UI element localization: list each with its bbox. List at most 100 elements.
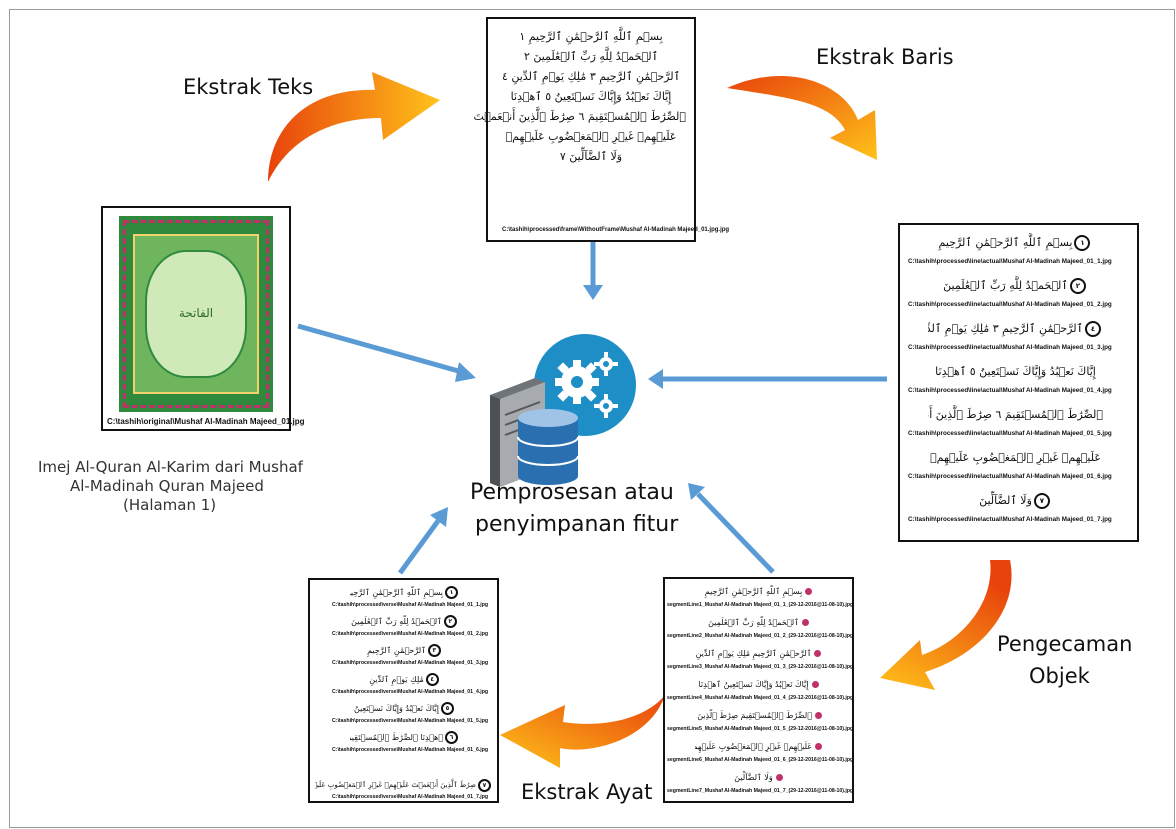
- original-page-panel: الفاتحة C:\tashih\original\Mushaf Al-Mad…: [101, 206, 305, 431]
- object-marker-icon: [815, 743, 822, 750]
- arrowhead-verses-to-center: [430, 507, 448, 527]
- curve-arrow-extract-text: [268, 72, 440, 182]
- line-text: وَلَا ٱلضَّآلِّينَ: [979, 494, 1032, 507]
- segment-image: إِيَّاكَ نَعۡبُدُ وَإِيَّاكَ نَسۡتَعِينُ…: [695, 678, 825, 692]
- verse-image: ٥إِيَّاكَ نَعۡبُدُ وَإِيَّاكَ نَسۡتَعِين…: [350, 702, 460, 716]
- arrowhead-lines-to-center: [648, 369, 663, 389]
- line-panel: ١بِسۡمِ ٱللَّهِ ٱلرَّحۡمَٰنِ ٱلرَّحِيمِ C…: [898, 223, 1139, 542]
- label-source-1: Imej Al-Quran Al-Karim dari Mushaf: [38, 458, 303, 476]
- arrow-segments-to-center: [696, 492, 775, 574]
- label-center-1: Pemprosesan atau: [470, 480, 674, 505]
- label-extract-lines: Ekstrak Baris: [816, 45, 954, 69]
- verse-image: ٤مَٰلِكِ يَوۡمِ ٱلدِّينِ: [350, 673, 460, 687]
- line-path: C:\tashih\processed\line\actual\Mushaf A…: [908, 387, 1112, 394]
- original-page-caption: C:\tashih\original\Mushaf Al-Madinah Maj…: [107, 417, 305, 426]
- segment-image: ٱلرَّحۡمَٰنِ ٱلرَّحِيمِ مَٰلِكِ يَوۡمِ ٱ…: [695, 647, 825, 661]
- line-image: إِيَّاكَ نَعۡبُدُ وَإِيَّاكَ نَسۡتَعِينُ…: [928, 362, 1103, 382]
- verse-image: ١بِسۡمِ ٱللَّهِ ٱلرَّحۡمَٰنِ ٱلرَّحِيمِ: [350, 586, 460, 600]
- segment-text: إِيَّاكَ نَعۡبُدُ وَإِيَّاكَ نَسۡتَعِينُ…: [698, 680, 809, 689]
- object-marker-icon: [801, 619, 809, 626]
- database-icon: [517, 409, 579, 485]
- segment-image: عَلَيۡهِمۡ غَيۡرِ ٱلۡمَغۡضُوبِ عَلَيۡهِم…: [695, 740, 825, 754]
- line-text: ٱلصِّرَٰطَ ٱلۡمُسۡتَقِيمَ ٦ صِرَٰطَ ٱلَّ…: [928, 408, 1103, 421]
- ayah-number-icon: ٣: [427, 644, 441, 657]
- verse-image: ٧صِرَٰطَ ٱلَّذِينَ أَنۡعَمۡتَ عَلَيۡهِمۡ…: [315, 778, 493, 792]
- verse-image: ٦ٱهۡدِنَا ٱلصِّرَٰطَ ٱلۡمُسۡتَقِيمَ: [350, 731, 460, 745]
- line-path: C:\tashih\processed\line\actual\Mushaf A…: [908, 344, 1112, 351]
- frameless-line: ٱلصِّرَٰطَ ٱلۡمُسۡتَقِيمَ ٦ صِرَٰطَ ٱلَّ…: [473, 110, 686, 123]
- segment-image: ٱلۡحَمۡدُ لِلَّهِ رَبِّ ٱلۡعَٰلَمِينَ: [695, 616, 825, 630]
- frameless-line: ٱلرَّحۡمَٰنِ ٱلرَّحِيمِ ٣ مَٰلِكِ يَوۡمِ…: [501, 70, 681, 83]
- verse-text: ٱلۡحَمۡدُ لِلَّهِ رَبِّ ٱلۡعَٰلَمِينَ: [351, 617, 442, 626]
- segment-path: segmentLine2_Mushaf Al-Madinah Majeed_01…: [667, 633, 854, 639]
- line-image: ٧وَلَا ٱلضَّآلِّينَ: [928, 491, 1103, 511]
- ayah-number-icon: ٦: [445, 731, 458, 744]
- label-object-recognition-2: Objek: [1029, 664, 1090, 688]
- curve-arrow-extract-lines: [727, 75, 877, 160]
- label-extract-verses: Ekstrak Ayat: [521, 780, 653, 804]
- frameless-line: عَلَيۡهِمۡ غَيۡرِ ٱلۡمَغۡضُوبِ عَلَيۡهِم…: [505, 130, 677, 143]
- ayah-number-icon: ٢: [1069, 278, 1086, 294]
- gears-icon: [555, 352, 618, 418]
- segment-image: بِسۡمِ ٱللَّهِ ٱلرَّحۡمَٰنِ ٱلرَّحِيمِ: [695, 585, 825, 599]
- segment-panel: بِسۡمِ ٱللَّهِ ٱلرَّحۡمَٰنِ ٱلرَّحِيمِ se…: [663, 577, 854, 803]
- frameless-lines: بِسۡمِ ٱللَّهِ ٱلرَّحۡمَٰنِ ٱلرَّحِيمِ ١…: [473, 27, 686, 167]
- ayah-number-icon: ٥: [440, 702, 454, 715]
- segment-path: segmentLine7_Mushaf Al-Madinah Majeed_01…: [667, 788, 854, 794]
- segment-path: segmentLine1_Mushaf Al-Madinah Majeed_01…: [667, 602, 854, 608]
- verse-text: ٱلرَّحۡمَٰنِ ٱلرَّحِيمِ: [367, 646, 426, 655]
- frameless-line: ٱلۡحَمۡدُ لِلَّهِ رَبِّ ٱلۡعَٰلَمِينَ ٢: [523, 50, 659, 63]
- verse-text: صِرَٰطَ ٱلَّذِينَ أَنۡعَمۡتَ عَلَيۡهِمۡ …: [315, 781, 476, 789]
- verse-path: C:\tashih\processed\verse\Mushaf Al-Madi…: [332, 631, 489, 637]
- object-marker-icon: [815, 712, 822, 719]
- label-object-recognition-1: Pengecaman: [997, 632, 1133, 656]
- line-image: ٤ٱلرَّحۡمَٰنِ ٱلرَّحِيمِ ٣ مَٰلِكِ يَوۡم…: [928, 319, 1103, 339]
- line-image: عَلَيۡهِمۡ غَيۡرِ ٱلۡمَغۡضُوبِ عَلَيۡهِم…: [928, 448, 1103, 468]
- segment-text: عَلَيۡهِمۡ غَيۡرِ ٱلۡمَغۡضُوبِ عَلَيۡهِم…: [695, 742, 812, 751]
- object-marker-icon: [814, 650, 822, 657]
- segment-path: segmentLine5_Mushaf Al-Madinah Majeed_01…: [667, 726, 854, 732]
- segment-path: segmentLine6_Mushaf Al-Madinah Majeed_01…: [667, 757, 854, 763]
- label-extract-text: Ekstrak Teks: [183, 75, 314, 99]
- arrow-original-to-center: [297, 323, 463, 375]
- verse-panel: ١بِسۡمِ ٱللَّهِ ٱلرَّحۡمَٰنِ ٱلرَّحِيمِ C…: [308, 578, 499, 803]
- segment-image: ٱلصِّرَٰطَ ٱلۡمُسۡتَقِيمَ صِرَٰطَ ٱلَّذِ…: [695, 709, 825, 723]
- line-image: ٢ٱلۡحَمۡدُ لِلَّهِ رَبِّ ٱلۡعَٰلَمِينَ: [928, 276, 1103, 296]
- segment-text: ٱلصِّرَٰطَ ٱلۡمُسۡتَقِيمَ صِرَٰطَ ٱلَّذِ…: [695, 711, 812, 720]
- ayah-number-icon: ٧: [1033, 493, 1050, 509]
- label-source-3: (Halaman 1): [123, 496, 217, 514]
- verse-path: C:\tashih\processed\verse\Mushaf Al-Madi…: [332, 718, 489, 724]
- verse-text: إِيَّاكَ نَعۡبُدُ وَإِيَّاكَ نَسۡتَعِينُ: [354, 704, 439, 713]
- verse-path: C:\tashih\processed\verse\Mushaf Al-Madi…: [332, 689, 489, 695]
- arrowhead-original-to-center: [455, 362, 476, 382]
- line-text: عَلَيۡهِمۡ غَيۡرِ ٱلۡمَغۡضُوبِ عَلَيۡهِم…: [930, 451, 1101, 464]
- line-path: C:\tashih\processed\line\actual\Mushaf A…: [908, 430, 1112, 437]
- ayah-number-icon: ٧: [478, 778, 491, 792]
- line-path: C:\tashih\processed\line\actual\Mushaf A…: [908, 258, 1112, 265]
- segment-text: وَلَا ٱلضَّآلِّينَ: [734, 773, 773, 782]
- verse-text: بِسۡمِ ٱللَّهِ ٱلرَّحۡمَٰنِ ٱلرَّحِيمِ: [350, 588, 443, 597]
- ayah-number-icon: ٤: [1085, 321, 1101, 337]
- verse-path: C:\tashih\processed\verse\Mushaf Al-Madi…: [332, 794, 489, 800]
- segment-text: بِسۡمِ ٱللَّهِ ٱلرَّحۡمَٰنِ ٱلرَّحِيمِ: [704, 587, 803, 596]
- frameless-line: وَلَا ٱلضَّآلِّينَ ٧: [559, 150, 623, 163]
- ayah-number-icon: ٢: [443, 615, 457, 628]
- line-path: C:\tashih\processed\line\actual\Mushaf A…: [908, 516, 1112, 523]
- verse-text: ٱهۡدِنَا ٱلصِّرَٰطَ ٱلۡمُسۡتَقِيمَ: [350, 733, 443, 742]
- verse-image: ٢ٱلۡحَمۡدُ لِلَّهِ رَبِّ ٱلۡعَٰلَمِينَ: [350, 615, 460, 629]
- verse-image: ٣ٱلرَّحۡمَٰنِ ٱلرَّحِيمِ: [350, 644, 460, 658]
- line-image: ١بِسۡمِ ٱللَّهِ ٱلرَّحۡمَٰنِ ٱلرَّحِيمِ: [928, 233, 1103, 253]
- curve-arrow-extract-verses: [500, 695, 665, 768]
- segment-text: ٱلرَّحۡمَٰنِ ٱلرَّحِيمِ مَٰلِكِ يَوۡمِ ٱ…: [695, 649, 812, 658]
- segment-path: segmentLine4_Mushaf Al-Madinah Majeed_01…: [667, 695, 854, 701]
- arrow-verses-to-center: [397, 519, 441, 575]
- object-marker-icon: [805, 588, 813, 595]
- verse-path: C:\tashih\processed\verse\Mushaf Al-Madi…: [332, 747, 489, 753]
- original-page-image: الفاتحة: [119, 216, 273, 412]
- verse-path: C:\tashih\processed\verse\Mushaf Al-Madi…: [332, 602, 489, 608]
- line-path: C:\tashih\processed\line\actual\Mushaf A…: [908, 473, 1112, 480]
- frameless-page-caption: C:\tashih\processed\frame\WithoutFrame\M…: [502, 227, 730, 233]
- frameless-page-panel: بِسۡمِ ٱللَّهِ ٱلرَّحۡمَٰنِ ٱلرَّحِيمِ ١…: [473, 17, 729, 242]
- ayah-number-icon: ١: [1074, 235, 1091, 251]
